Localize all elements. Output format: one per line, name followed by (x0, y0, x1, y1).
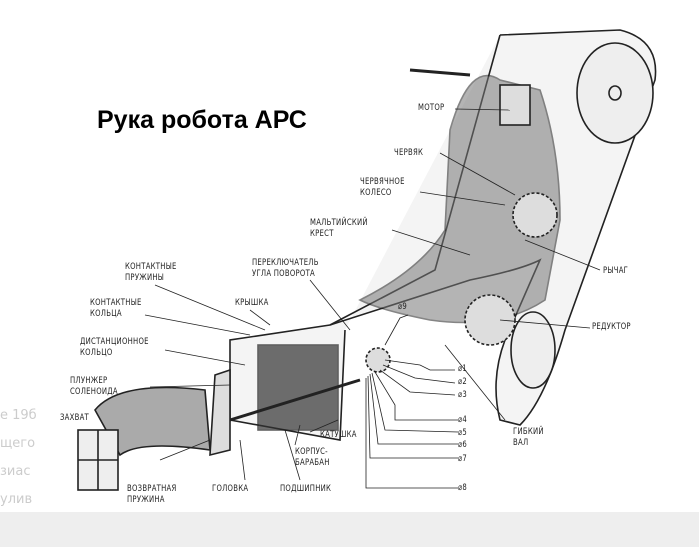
label-head: ГОЛОВКА (212, 484, 249, 494)
shoulder-pulley (576, 42, 654, 144)
label-worm: ЧЕРВЯК (394, 148, 424, 158)
terminal-6: ⌀6 (458, 440, 468, 450)
label-worm-wheel: ЧЕРВЯЧНОЕ КОЛЕСО (360, 177, 405, 198)
motor-shape (499, 84, 531, 126)
rotation-switch-disc (365, 347, 391, 373)
label-cover: КРЫШКА (235, 298, 269, 308)
background-text: зиас (0, 464, 31, 479)
label-motor: МОТОР (418, 103, 445, 113)
label-plunger: ПЛУНЖЕР СОЛЕНОИДА (70, 376, 118, 397)
label-maltese-cross: МАЛЬТИЙСКИЙ КРЕСТ (310, 218, 368, 239)
terminal-5: ⌀5 (458, 428, 468, 438)
label-return-spring: ВОЗВРАТНАЯ ПРУЖИНА (127, 484, 177, 505)
label-drum: КОРПУС- БАРАБАН (295, 447, 330, 468)
elbow-pulley (510, 311, 556, 389)
label-spacer-ring: ДИСТАНЦИОННОЕ КОЛЬЦО (80, 337, 149, 358)
terminal-3: ⌀3 (458, 390, 468, 400)
label-lever: РЫЧАГ (603, 266, 629, 276)
diagram-title: Рука робота АРС (97, 106, 307, 134)
label-reducer: РЕДУКТОР (592, 322, 631, 332)
label-rotation-switch: ПЕРЕКЛЮЧАТЕЛЬ УГЛА ПОВОРОТА (252, 258, 319, 279)
terminal-4: ⌀4 (458, 415, 468, 425)
terminal-8: ⌀8 (458, 483, 468, 493)
terminal-7: ⌀7 (458, 454, 468, 464)
label-contact-rings: КОНТАКТНЫЕ КОЛЬЦА (90, 298, 142, 319)
background-strip (0, 512, 699, 547)
label-gripper: ЗАХВАТ (60, 413, 89, 423)
background-text: е 19б (0, 408, 37, 423)
terminal-9: ⌀9 (398, 302, 408, 312)
gripper-jaw (94, 386, 211, 457)
background-text: щего (0, 436, 36, 451)
label-flex-shaft: ГИБКИЙ ВАЛ (513, 427, 544, 448)
label-contact-springs: КОНТАКТНЫЕ ПРУЖИНЫ (125, 262, 177, 283)
reducer-gear-shape (464, 294, 516, 346)
worm-wheel-shape (512, 192, 558, 238)
terminal-2: ⌀2 (458, 377, 468, 387)
background-text: улив (0, 492, 33, 507)
label-bearing: ПОДШИПНИК (280, 484, 332, 494)
label-coil: КАТУШКА (320, 430, 357, 440)
solenoid (257, 344, 339, 431)
terminal-1: ⌀1 (458, 364, 468, 374)
